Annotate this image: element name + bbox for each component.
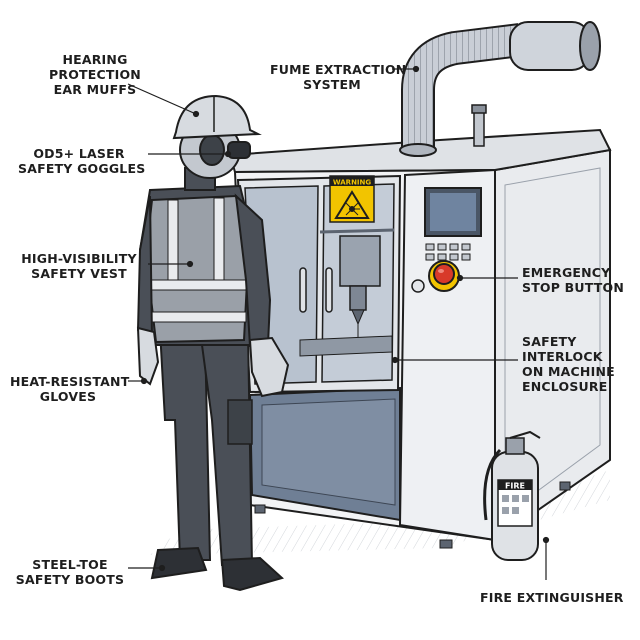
label-line: GLOVES (39, 389, 97, 404)
label-hearing-protection: HEARING PROTECTION EAR MUFFS (40, 52, 150, 97)
fume-extraction-duct (399, 21, 601, 157)
label-line: HEAT-RESISTANT (10, 374, 130, 389)
label-line: FIRE EXTINGUISHER (480, 590, 624, 605)
label-line: HIGH-VISIBILITY (21, 251, 137, 266)
label-line: FUME EXTRACTION (270, 62, 407, 77)
label-line: SAFETY VEST (31, 266, 127, 281)
warning-sign-text: WARNING (333, 179, 372, 187)
label-fume-extraction: FUME EXTRACTION SYSTEM (270, 62, 407, 92)
fire-sign-text: FIRE (505, 482, 525, 491)
label-line: SAFETY (522, 334, 577, 349)
fire-extinguisher: FIRE (483, 430, 541, 561)
label-line: ON MACHINE (522, 364, 615, 379)
label-line: EAR MUFFS (53, 82, 137, 97)
label-line: INTERLOCK (522, 349, 603, 364)
label-line: STOP BUTTON (522, 280, 624, 295)
worker-figure (136, 94, 290, 592)
label-heat-gloves: HEAT-RESISTANT GLOVES (10, 374, 130, 404)
label-line: SAFETY BOOTS (15, 572, 125, 587)
emergency-stop-button (428, 260, 460, 292)
label-line: ENCLOSURE (522, 379, 608, 394)
label-line: OD5+ LASER (33, 146, 125, 161)
label-steel-toe-boots: STEEL-TOE SAFETY BOOTS (14, 557, 126, 587)
label-line: EMERGENCY (522, 265, 611, 280)
label-line: SYSTEM (303, 77, 361, 92)
callout-leader-lines (127, 65, 550, 580)
label-safety-interlock: SAFETY INTERLOCK ON MACHINE ENCLOSURE (522, 334, 634, 394)
laser-cutting-machine: WARNING (228, 104, 612, 549)
label-fire-extinguisher: FIRE EXTINGUISHER (480, 590, 624, 605)
label-line: SAFETY GOGGLES (18, 161, 146, 176)
label-emergency-stop: EMERGENCY STOP BUTTON (522, 265, 634, 295)
label-line: HEARING (62, 52, 128, 67)
label-line: PROTECTION (49, 67, 141, 82)
label-line: STEEL-TOE (32, 557, 108, 572)
label-laser-goggles: OD5+ LASER SAFETY GOGGLES (18, 146, 146, 176)
label-safety-vest: HIGH-VISIBILITY SAFETY VEST (18, 251, 140, 281)
laser-warning-sign: WARNING (329, 175, 375, 223)
floor (150, 470, 610, 555)
